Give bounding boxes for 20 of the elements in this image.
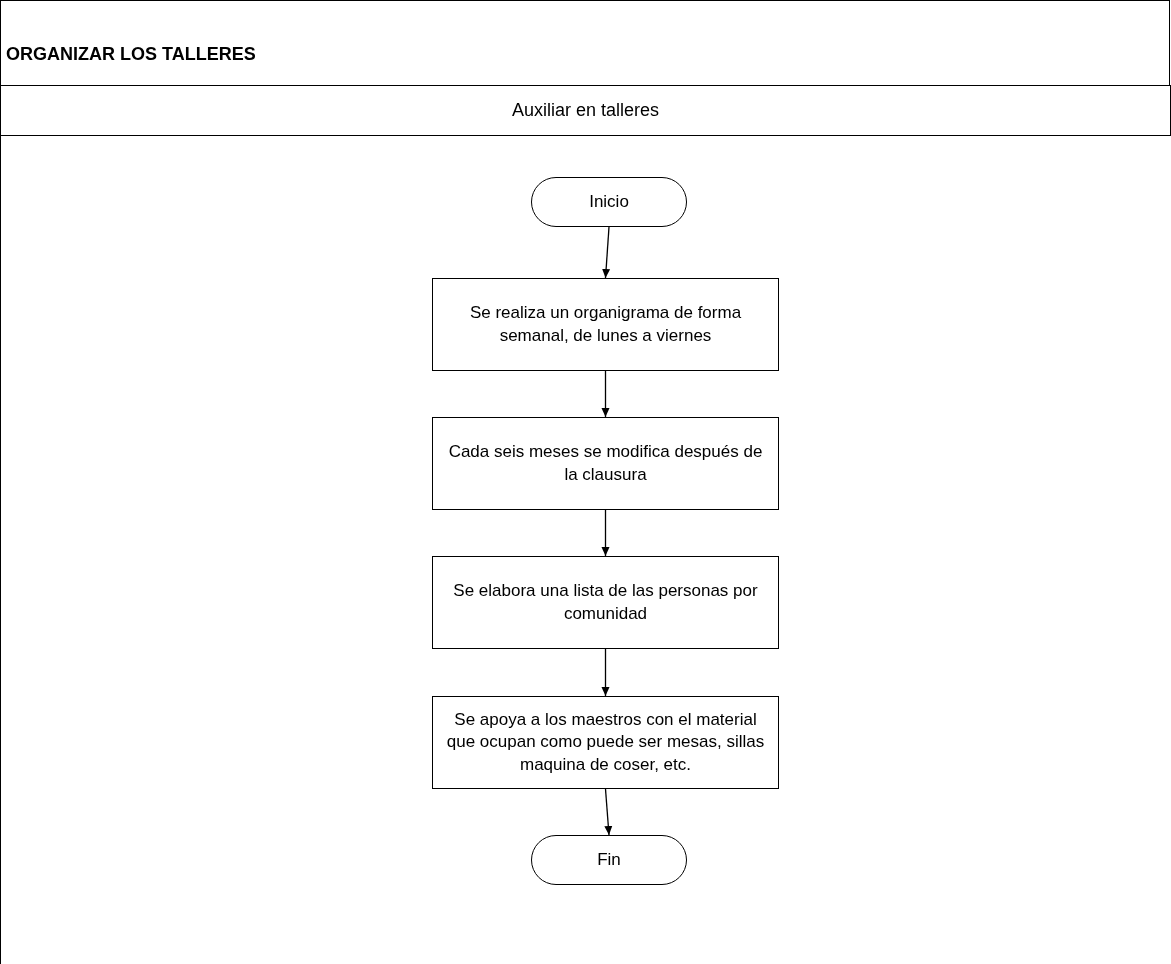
terminal-shape <box>531 177 687 227</box>
arrow <box>601 509 610 557</box>
node-text: Cada seis meses se modifica después de la clausura <box>447 441 764 486</box>
arrow <box>604 788 613 836</box>
lane-header: Auxiliar en talleres <box>1 86 1171 136</box>
swimlane <box>0 85 1171 964</box>
arrow <box>601 370 610 418</box>
diagram-title: ORGANIZAR LOS TALLERES <box>6 44 256 65</box>
terminal-shape <box>531 835 687 885</box>
process-box <box>432 696 779 789</box>
process-box <box>432 556 779 649</box>
arrow <box>601 648 610 697</box>
node-text: Inicio <box>589 190 629 213</box>
node-text: Se apoya a los maestros con el material que ocupan como puede ser mesas, sillas maquina de coser, etc. <box>445 709 766 776</box>
node-text: Se elabora una lista de las personas por comunidad <box>452 580 759 625</box>
node-text: Se realiza un organigrama de forma semanal, de lunes a viernes <box>468 302 743 347</box>
process-box <box>432 417 779 510</box>
node-text: Fin <box>597 848 621 871</box>
process-box <box>432 278 779 371</box>
arrow <box>602 226 611 279</box>
